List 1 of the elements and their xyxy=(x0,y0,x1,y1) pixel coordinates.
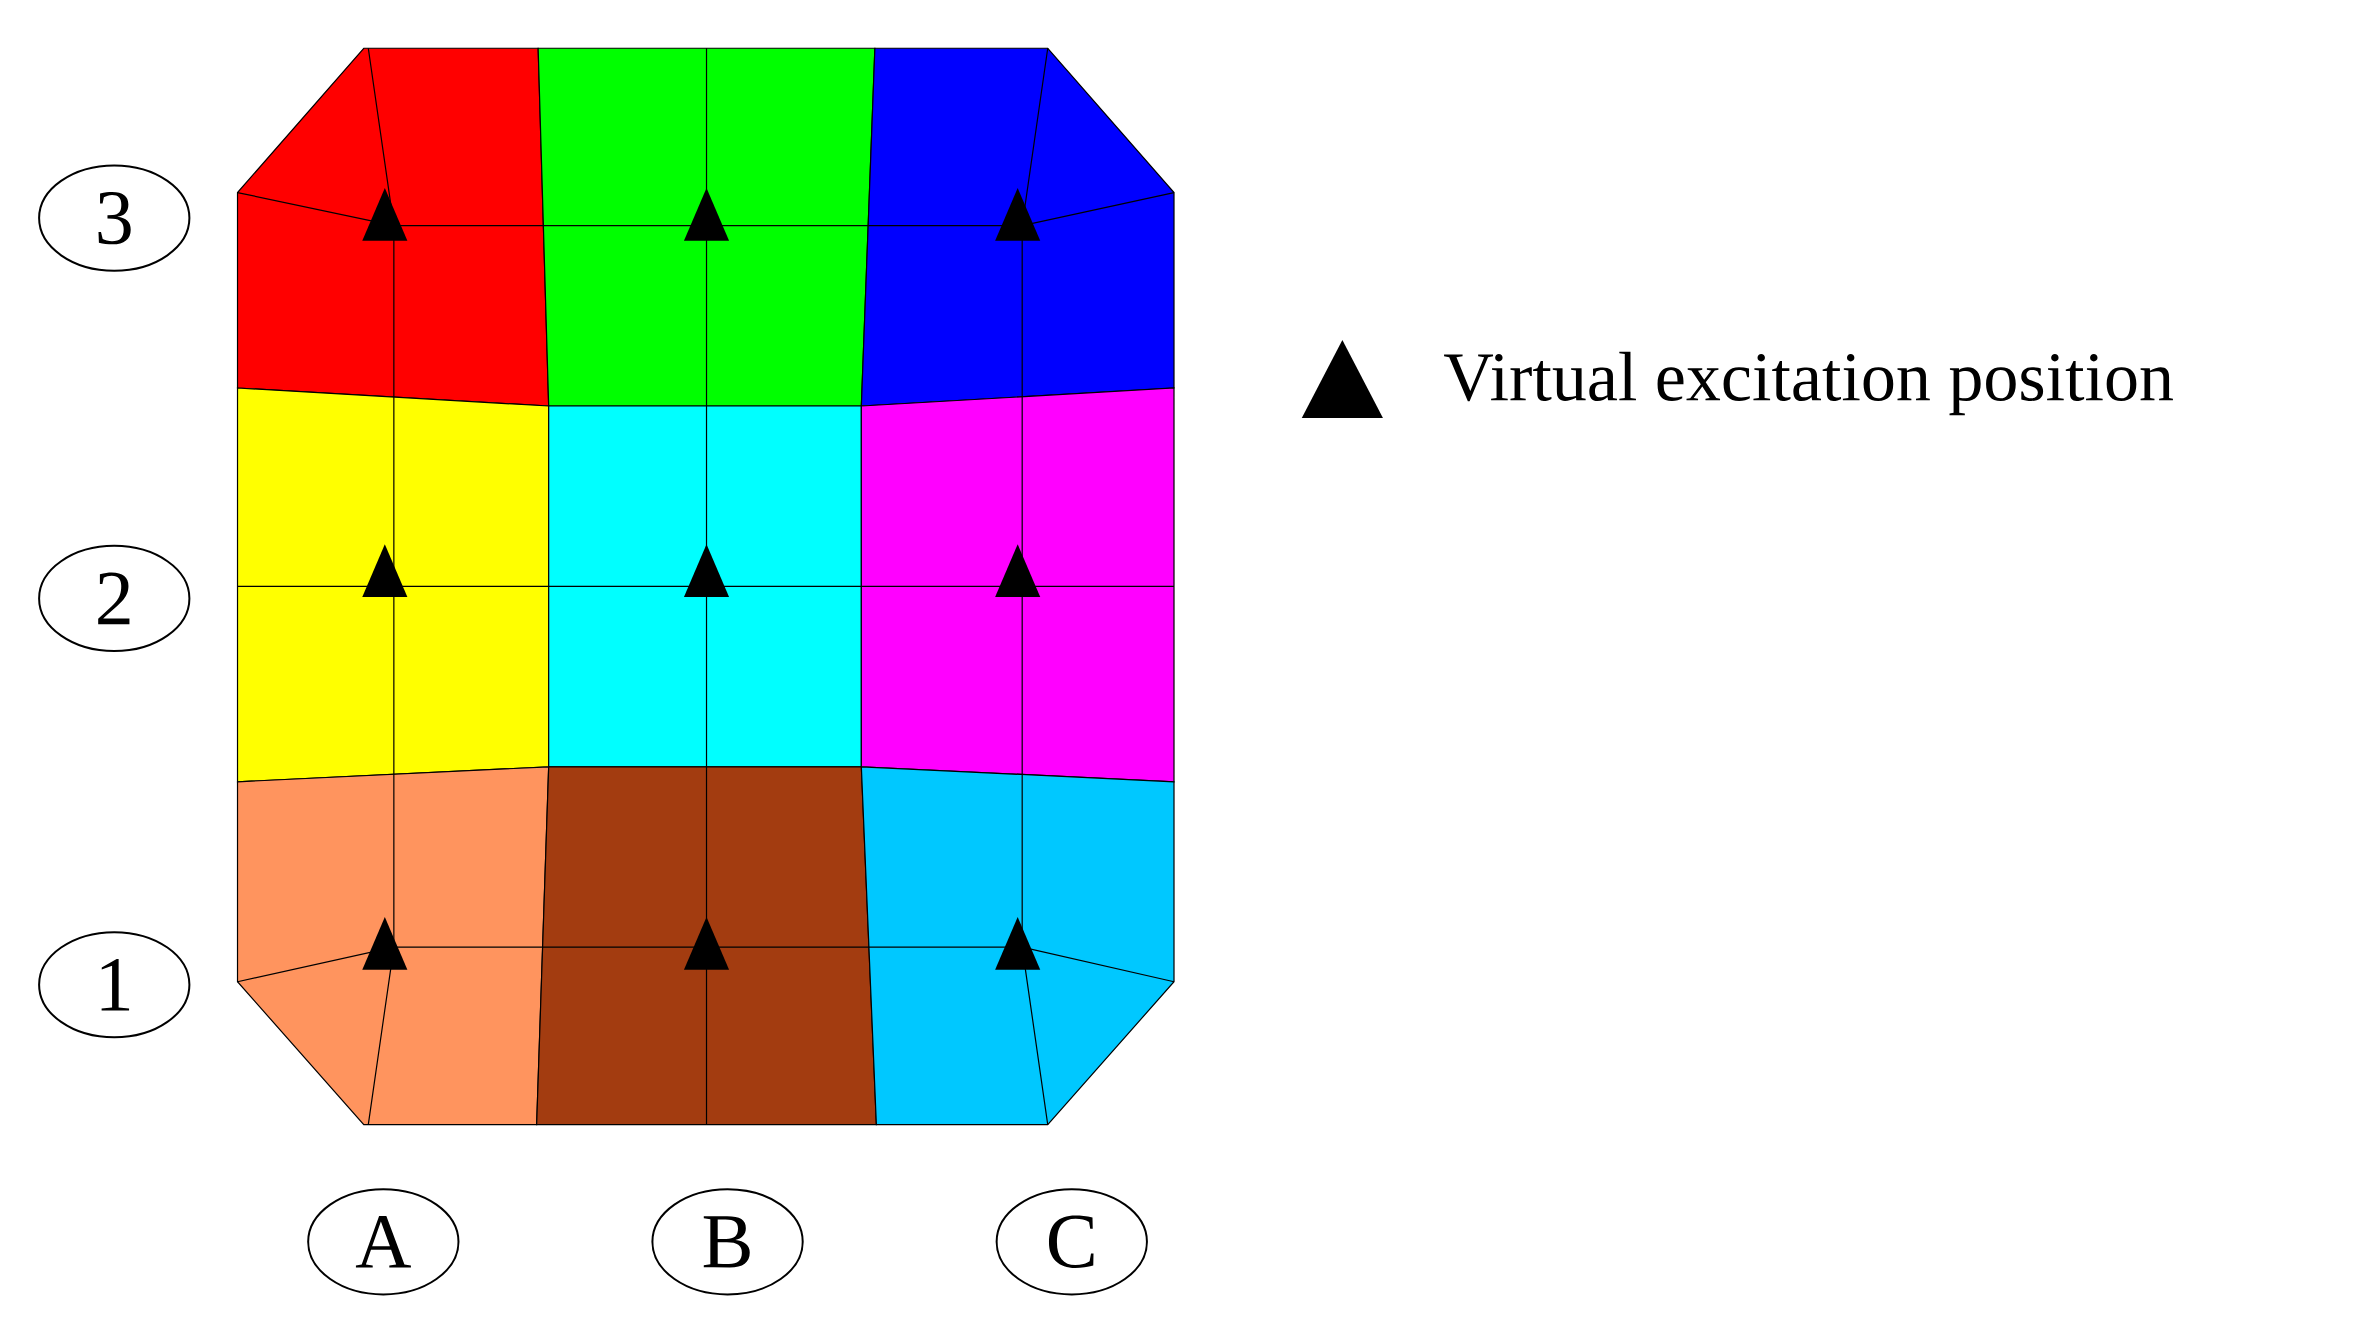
legend-text: Virtual excitation position xyxy=(1444,351,2173,416)
